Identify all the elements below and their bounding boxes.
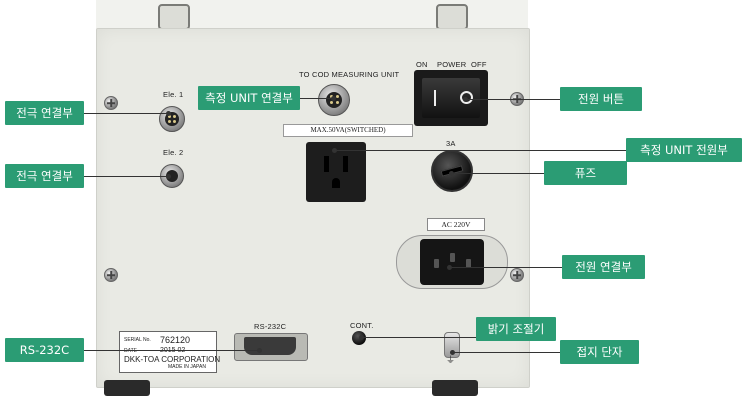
- fuse-rating-label: 3A: [446, 139, 456, 148]
- ele2-label: Ele. 2: [163, 148, 184, 157]
- serial-value: 762120: [160, 335, 191, 345]
- callout-fuse: 퓨즈: [544, 161, 627, 185]
- maker-label: DKK-TOA CORPORATION: [124, 355, 221, 364]
- callout-ground: 접지 단자: [560, 340, 639, 364]
- power-rocker[interactable]: [422, 78, 480, 118]
- power-switch[interactable]: [414, 70, 488, 126]
- on-label: ON: [416, 60, 428, 69]
- callout-electrode1: 전극 연결부: [5, 101, 84, 125]
- screw-icon: [104, 268, 118, 282]
- power-on-icon: [434, 90, 436, 106]
- serial-plate: SERIAL No. 762120 DATE 2015 02 DKK-TOA C…: [119, 331, 221, 373]
- rs232c-port-label: RS-232C: [254, 322, 287, 331]
- callout-electrode2: 전극 연결부: [5, 164, 84, 188]
- callout-power-connector: 전원 연결부: [562, 255, 645, 279]
- rs232c-port[interactable]: [244, 337, 296, 355]
- hinge-right: [436, 4, 468, 30]
- max-va-label: MAX.50VA(SWITCHED): [283, 124, 413, 137]
- screw-icon: [104, 96, 118, 110]
- date-label: DATE: [124, 348, 137, 354]
- foot-left: [104, 380, 150, 396]
- off-label: OFF: [471, 60, 487, 69]
- hinge-left: [158, 4, 190, 30]
- origin-label: MADE IN JAPAN: [168, 364, 206, 370]
- screw-icon: [510, 268, 524, 282]
- to-cod-label: TO COD MEASURING UNIT: [299, 70, 400, 79]
- ac-power-inlet[interactable]: [420, 239, 484, 285]
- callout-measure-unit-power: 측정 UNIT 전원부: [626, 138, 742, 162]
- foot-right: [432, 380, 478, 396]
- power-off-icon: [460, 91, 473, 104]
- ground-icon: ⏚: [446, 356, 456, 366]
- ground-terminal[interactable]: [444, 332, 460, 358]
- power-label: POWER: [437, 60, 467, 69]
- fuse-holder[interactable]: [431, 150, 473, 192]
- callout-measure-unit-connector: 측정 UNIT 연결부: [198, 86, 300, 110]
- ele1-label: Ele. 1: [163, 90, 184, 99]
- callout-brightness: 밝기 조절기: [476, 317, 556, 341]
- connector-socket-icon: [165, 169, 179, 183]
- cont-label: CONT.: [350, 321, 374, 330]
- ac-rating-label: AC 220V: [427, 218, 485, 231]
- serial-label: SERIAL No.: [124, 337, 151, 343]
- callout-rs232c: RS-232C: [5, 338, 84, 362]
- callout-power-button: 전원 버튼: [560, 87, 642, 111]
- electrode1-connector[interactable]: [159, 106, 185, 132]
